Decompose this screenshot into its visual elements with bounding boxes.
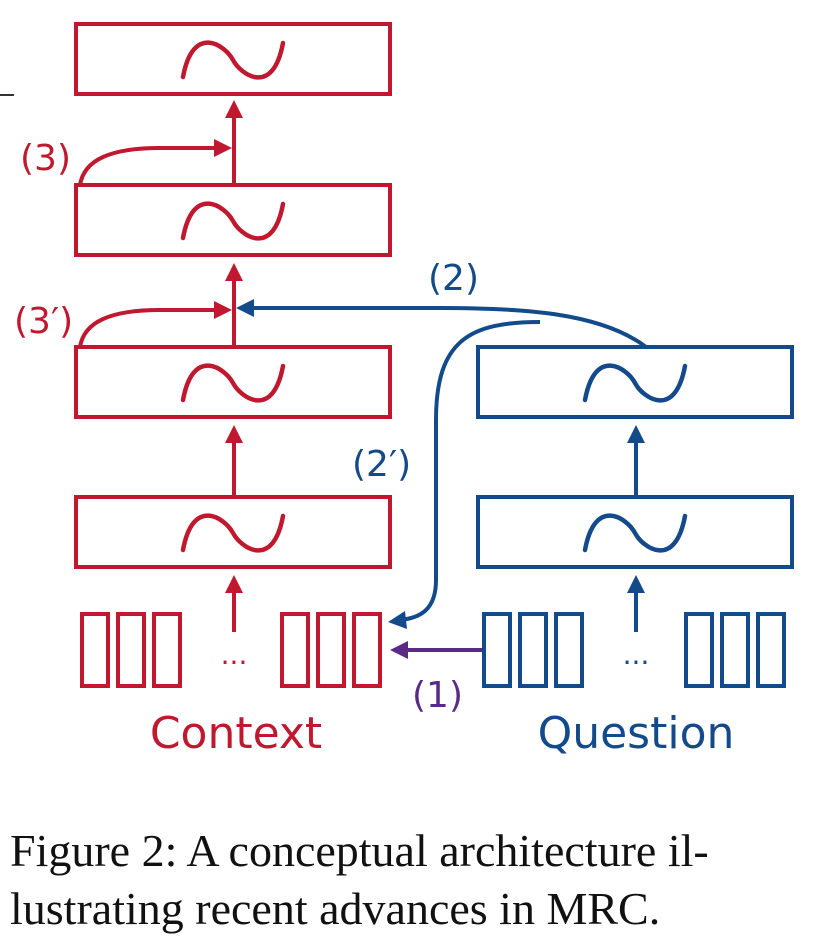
arrow-3-prime	[78, 308, 218, 348]
arrow-2-prime	[399, 320, 541, 622]
label-step-2: (2)	[428, 258, 479, 299]
label-step-2-prime: (2′)	[352, 444, 411, 485]
label-step-3: (3)	[20, 138, 71, 179]
skip-connection-arrows	[78, 139, 232, 348]
context-tokens	[80, 612, 382, 688]
question-token	[756, 612, 786, 688]
question-token	[482, 612, 512, 688]
caption-line-1: Figure 2: A conceptual architecture il-	[10, 825, 709, 876]
question-token	[684, 612, 714, 688]
context-layer-5	[74, 22, 392, 96]
cross-attention-arrows	[236, 299, 648, 629]
question-label: Question	[538, 708, 735, 759]
question-token	[554, 612, 584, 688]
context-tilde-icons	[180, 40, 286, 553]
arrow-3	[78, 146, 218, 186]
tilde-icon	[582, 513, 688, 553]
question-ellipsis: ···	[623, 646, 650, 679]
context-token	[152, 612, 182, 688]
question-token	[720, 612, 750, 688]
context-token	[280, 612, 310, 688]
question-tokens	[482, 612, 786, 688]
tilde-icon	[180, 201, 286, 241]
context-ellipsis: ···	[221, 646, 248, 679]
context-token	[352, 612, 382, 688]
question-layer-3	[476, 345, 794, 419]
tilde-icon	[180, 513, 286, 553]
label-step-3-prime: (3′)	[14, 301, 73, 342]
figure-caption: Figure 2: A conceptual architecture il- …	[10, 822, 810, 938]
context-token	[80, 612, 110, 688]
label-step-1: (1)	[412, 675, 463, 716]
question-tilde-icons	[582, 363, 688, 553]
context-label: Context	[150, 708, 322, 759]
tilde-icon	[582, 363, 688, 403]
caption-line-2: lustrating recent advances in MRC.	[10, 883, 661, 934]
context-token	[316, 612, 346, 688]
context-token	[116, 612, 146, 688]
embedding-attention-arrow	[390, 641, 482, 659]
context-up-arrows	[225, 100, 243, 632]
tilde-icon	[180, 363, 286, 403]
question-up-arrows	[627, 425, 645, 632]
tilde-icon	[180, 40, 286, 80]
arrow-2	[250, 306, 648, 349]
question-token	[518, 612, 548, 688]
